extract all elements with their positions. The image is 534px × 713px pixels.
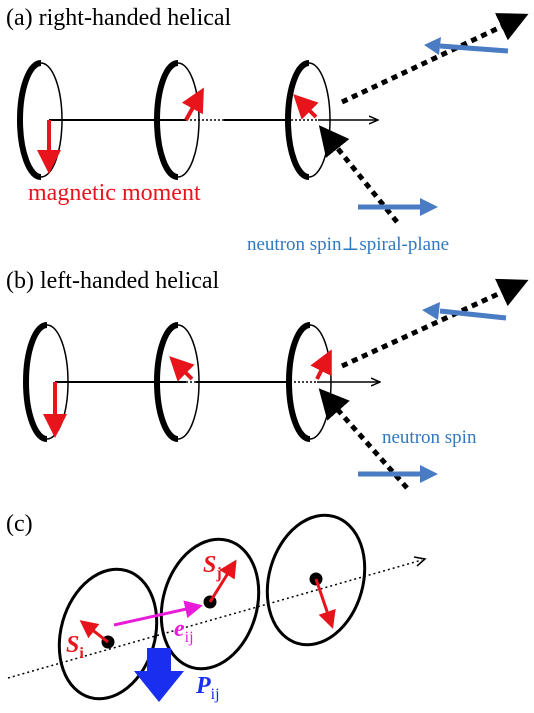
- neutron-spin-arrow: [422, 302, 507, 321]
- spiral-plane-disc: [23, 322, 69, 442]
- spin-disc: [57, 567, 159, 701]
- magnetic-moment-arrow: [181, 87, 204, 121]
- panel-c-title: (c): [6, 511, 33, 537]
- magnetic-moment-arrow: [293, 94, 319, 120]
- panel-b-title: (b) left-handed helical: [6, 268, 220, 294]
- panel-c: (c) Si Sj eij Pij: [6, 511, 427, 703]
- spin-disc: [265, 513, 367, 647]
- chain-axis-arrowhead: [413, 556, 427, 567]
- spin-si-arrow: [79, 620, 109, 644]
- bond-vector-eij-arrow: [113, 600, 203, 627]
- magnetic-moment-label: magnetic moment: [28, 180, 201, 206]
- magnetic-moment-arrow: [169, 356, 195, 382]
- si-label: Si: [66, 632, 84, 662]
- panel-a: (a) right-handed helical: [6, 5, 529, 255]
- incident-beam-arrow: [318, 125, 399, 224]
- panel-a-title: (a) right-handed helical: [6, 5, 232, 31]
- sj-label: Sj: [203, 552, 222, 582]
- scattered-beam-arrow: [340, 278, 529, 369]
- neutron-spin-arrow: [358, 198, 438, 216]
- scattered-beam-arrow: [340, 13, 529, 105]
- polarization-pij-arrow: [134, 648, 184, 702]
- chain-axis-dotted: [7, 559, 423, 679]
- spin-disc: [159, 537, 261, 671]
- eij-label: eij: [174, 616, 194, 646]
- panel-b: (b) left-handed helical: [6, 268, 529, 490]
- neutron-spin-perp-label: neutron spin⊥spiral-plane: [247, 234, 449, 255]
- magnetic-moment-arrow: [310, 349, 332, 380]
- pij-label: Pij: [195, 673, 220, 703]
- spin-arrow: [314, 578, 336, 629]
- neutron-spin-arrow: [358, 465, 438, 483]
- neutron-spin-label: neutron spin: [382, 427, 477, 448]
- neutron-spin-arrow: [424, 37, 509, 55]
- spin-sj-arrow: [208, 559, 237, 603]
